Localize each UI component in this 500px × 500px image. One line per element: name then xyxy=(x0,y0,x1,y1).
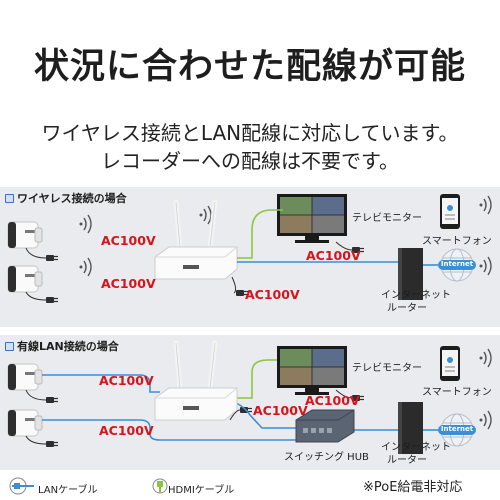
wireless-monitor-power-label: AC100V xyxy=(306,248,361,263)
wired-monitor-power-label: AC100V xyxy=(305,393,360,408)
switching-hub-icon xyxy=(295,409,355,443)
camera-icon xyxy=(7,221,43,249)
wifi-signal-icon xyxy=(78,257,92,277)
wired-router-label-line1: インターネット xyxy=(381,442,451,453)
power-plug-icon xyxy=(45,296,59,304)
section-camera-icon xyxy=(5,193,14,203)
camera-icon xyxy=(7,265,43,293)
wireless-camera1-power-label: AC100V xyxy=(101,233,156,248)
camera-icon xyxy=(7,363,43,391)
wifi-signal-icon xyxy=(478,348,492,368)
wireless-router-label-line1: インターネット xyxy=(381,290,451,301)
nvr-recorder-icon xyxy=(155,343,237,420)
wired-section-title: 有線LAN接続の場合 xyxy=(5,338,119,354)
wifi-signal-icon xyxy=(78,214,92,234)
nvr-recorder-icon xyxy=(155,202,237,279)
wireless-camera2-power-label: AC100V xyxy=(101,276,156,291)
wired-router-label-line2: ルーター xyxy=(387,455,427,466)
description-line-2: レコーダーへの配線は不要です。 xyxy=(101,149,399,173)
smartphone-icon xyxy=(440,194,460,229)
wifi-signal-icon xyxy=(198,205,212,225)
description-line-1: ワイヤレス接続とLAN配線に対応しています。 xyxy=(41,121,459,145)
poe-note: ※PoE給電非対応 xyxy=(363,480,463,495)
power-plug-icon xyxy=(45,440,59,448)
power-plug-icon xyxy=(45,254,59,262)
wired-internet-label: Internet xyxy=(440,425,474,433)
camera-icon xyxy=(7,409,43,437)
wifi-signal-icon xyxy=(478,195,492,215)
wireless-internet-label: Internet xyxy=(440,260,474,268)
wifi-signal-icon xyxy=(478,410,492,430)
wired-diagram xyxy=(7,343,492,454)
wireless-router-label-line2: ルーター xyxy=(387,303,427,314)
wifi-signal-icon xyxy=(478,256,492,276)
tv-monitor-icon xyxy=(276,193,348,244)
legend-lan-label: LANケーブル xyxy=(38,485,98,496)
wired-monitor-label: テレビモニター xyxy=(352,363,422,374)
wireless-recorder-power-label: AC100V xyxy=(245,287,300,302)
wireless-phone-label: スマートフォン xyxy=(422,236,492,247)
wireless-diagram xyxy=(7,193,492,304)
power-plug-icon xyxy=(45,396,59,404)
smartphone-icon xyxy=(440,346,460,381)
legend-hdmi-label: HDMIケーブル xyxy=(168,485,235,496)
wireless-section-title: ワイヤレス接続の場合 xyxy=(5,190,127,206)
section-camera-icon xyxy=(5,341,14,351)
hub-label: スイッチング HUB xyxy=(284,452,369,463)
tv-monitor-icon xyxy=(276,345,348,396)
page-headline: 状況に合わせた配線が可能 xyxy=(33,47,466,87)
lan-cable-icon xyxy=(9,477,34,495)
wired-camera2-power-label: AC100V xyxy=(99,423,154,438)
wired-camera1-power-label: AC100V xyxy=(99,373,154,388)
wired-recorder-power-label: AC100V xyxy=(253,403,308,418)
wired-phone-label: スマートフォン xyxy=(422,387,492,398)
wireless-monitor-label: テレビモニター xyxy=(352,213,422,224)
hdmi-cable-icon xyxy=(152,478,168,494)
